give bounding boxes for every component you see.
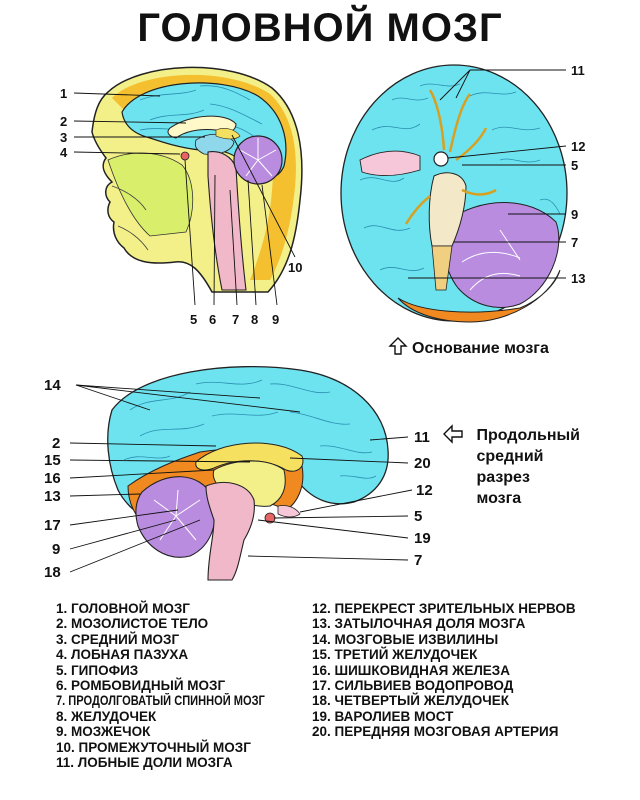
- legend-item: 7. ПРОДОЛГОВАТЫЙ СПИННОЙ МОЗГ: [56, 693, 265, 709]
- base-cerebellum: [442, 202, 560, 308]
- head-label-9: 9: [272, 312, 279, 327]
- legend-item: 2. МОЗОЛИСТОЕ ТЕЛО: [56, 616, 209, 632]
- legend-item: 20. ПЕРЕДНЯЯ МОЗГОВАЯ АРТЕРИЯ: [312, 724, 559, 740]
- base-caption-text: Основание мозга: [412, 340, 549, 357]
- head-label-3: 3: [60, 130, 67, 145]
- sagittal-caption-line: мозга: [476, 490, 522, 507]
- legend-item: 19. ВАРОЛИЕВ МОСТ: [312, 708, 454, 724]
- sagittal-label-17: 17: [44, 517, 61, 534]
- base-stem: [428, 172, 467, 247]
- legend-item: 1. ГОЛОВНОЙ МОЗГ: [56, 601, 190, 616]
- sagittal-label-5: 5: [414, 508, 422, 525]
- head-label-6: 6: [209, 312, 216, 327]
- legend-item: 14. МОЗГОВЫЕ ИЗВИЛИНЫ: [312, 631, 499, 647]
- head-section-diagram: [91, 66, 303, 293]
- base-label-12: 12: [571, 139, 585, 154]
- sagittal-brain-diagram: [107, 366, 389, 581]
- sagittal-leader-lines: [69, 384, 413, 573]
- head-label-1: 1: [60, 86, 67, 101]
- base-chiasm: [433, 151, 449, 167]
- base-label-9: 9: [571, 207, 578, 222]
- brain-base-diagram: [340, 64, 568, 323]
- sagittal-label-18: 18: [44, 564, 61, 581]
- legend-item: 9. МОЗЖЕЧОК: [56, 724, 151, 740]
- sagittal-caption-line: средний: [476, 448, 544, 465]
- base-caption: Основание мозга: [388, 338, 549, 359]
- sagittal-stem: [205, 482, 255, 581]
- legend-item: 18. ЧЕТВЕРТЫЙ ЖЕЛУДОЧЕК: [312, 693, 509, 709]
- legend-item: 15. ТРЕТИЙ ЖЕЛУДОЧЕК: [312, 647, 478, 663]
- sagittal-label-11: 11: [414, 429, 430, 446]
- head-leader-lines: [73, 92, 296, 306]
- sagittal-label-14: 14: [44, 377, 61, 394]
- frontal-sinus: [180, 151, 190, 161]
- legend-item: 12. ПЕРЕКРЕСТ ЗРИТЕЛЬНЫХ НЕРВОВ: [312, 601, 576, 616]
- legend-item: 17. СИЛЬВИЕВ ВОДОПРОВОД: [312, 678, 514, 694]
- legend-item: 16. ШИШКОВИДНАЯ ЖЕЛЕЗА: [312, 662, 511, 678]
- sagittal-label-20: 20: [414, 455, 431, 472]
- legend-item: 10. ПРОМЕЖУТОЧНЫЙ МОЗГ: [56, 739, 251, 755]
- legend-item: 6. РОМБОВИДНЫЙ МОЗГ: [56, 678, 226, 694]
- head-label-2: 2: [60, 114, 67, 129]
- base-leader-lines: [408, 69, 567, 279]
- page-title: ГОЛОВНОЙ МОЗГ: [137, 6, 503, 50]
- ventricle: [215, 128, 241, 140]
- sagittal-corpus-callosum: [195, 442, 304, 472]
- legend-left-column: 1. ГОЛОВНОЙ МОЗГ 2. МОЗОЛИСТОЕ ТЕЛО 3. С…: [56, 601, 311, 770]
- base-label-7: 7: [571, 235, 578, 250]
- sagittal-label-13: 13: [44, 488, 61, 505]
- head-label-7: 7: [232, 312, 239, 327]
- sagittal-label-16: 16: [44, 470, 61, 487]
- sagittal-label-2: 2: [52, 435, 60, 452]
- sagittal-label-group: 14 2 15 16 13 17 9 18 11 20 12 5 19 7: [44, 377, 433, 581]
- base-label-11: 11: [571, 63, 585, 78]
- legend-item: 11. ЛОБНЫЕ ДОЛИ МОЗГА: [56, 755, 233, 771]
- legend-item: 5. ГИПОФИЗ: [56, 662, 139, 678]
- sagittal-label-15: 15: [44, 452, 61, 469]
- sagittal-label-9: 9: [52, 541, 60, 558]
- legend-item: 3. СРЕДНИЙ МОЗГ: [56, 631, 180, 647]
- sagittal-label-12: 12: [416, 482, 433, 499]
- sagittal-label-7: 7: [414, 552, 422, 569]
- base-occipital-rim: [397, 269, 561, 323]
- head-label-8: 8: [251, 312, 258, 327]
- arrow-left-icon: [443, 424, 463, 444]
- legend-right-column: 12. ПЕРЕКРЕСТ ЗРИТЕЛЬНЫХ НЕРВОВ 13. ЗАТЫ…: [312, 601, 576, 740]
- base-label-group: 11 12 5 9 7 13: [571, 63, 585, 286]
- sagittal-caption-line: Продольный: [476, 427, 580, 444]
- base-stem-lower: [431, 245, 453, 291]
- sagittal-caption: Продольный средний разрез мозга: [444, 425, 580, 509]
- legend-item: 4. ЛОБНАЯ ПАЗУХА: [56, 647, 189, 663]
- head-label-4: 4: [60, 145, 68, 160]
- base-label-5: 5: [571, 158, 578, 173]
- head-label-5: 5: [190, 312, 197, 327]
- legend-item: 13. ЗАТЫЛОЧНАЯ ДОЛЯ МОЗГА: [312, 616, 526, 632]
- sagittal-caption-line: разрез: [476, 469, 530, 486]
- sagittal-chiasm: [277, 505, 301, 518]
- base-label-13: 13: [571, 271, 585, 286]
- arrow-up-icon: [388, 337, 408, 355]
- head-label-group: 1 2 3 4 5 6 7 8 9 10: [60, 86, 302, 327]
- head-label-10: 10: [288, 260, 302, 275]
- brain-stem: [207, 151, 247, 291]
- legend-item: 8. ЖЕЛУДОЧЕК: [56, 708, 157, 724]
- base-optic-nerves: [359, 150, 421, 177]
- sagittal-label-19: 19: [414, 530, 431, 547]
